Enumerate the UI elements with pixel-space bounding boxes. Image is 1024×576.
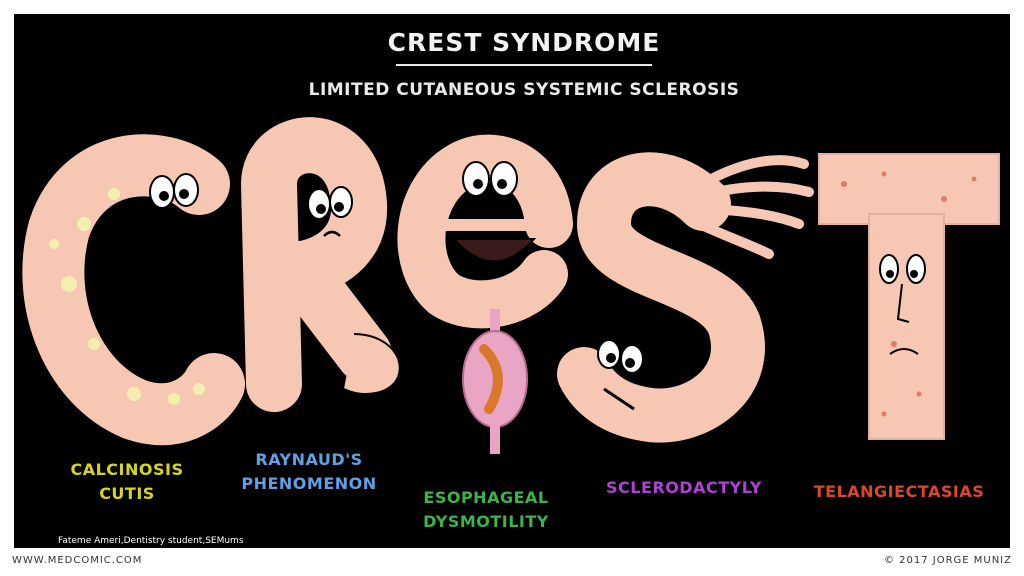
label-raynauds-phenomenon: RAYNAUD'S PHENOMENON (224, 448, 394, 496)
page-subtitle: LIMITED CUTANEOUS SYSTEMIC SCLEROSIS (308, 80, 740, 100)
letter-r-raynaud (241, 117, 401, 412)
letter-s-sclerodactyly (557, 152, 814, 443)
author-credit: Fateme Ameri,Dentistry student,SEMums (58, 536, 244, 546)
label-line: DYSMOTILITY (423, 512, 549, 531)
page-title: CREST SYNDROME (387, 28, 661, 57)
crest-letters-illustration (22, 117, 1000, 454)
label-line: PHENOMENON (241, 474, 377, 493)
label-line: RAYNAUD'S (255, 450, 363, 469)
label-line: CUTIS (99, 484, 155, 503)
comic-panel: CREST SYNDROME LIMITED CUTANEOUS SYSTEMI… (14, 14, 1010, 548)
website-credit: WWW.MEDCOMIC.COM (12, 555, 143, 566)
letter-c-calcinosis (22, 134, 245, 446)
copyright-notice: © 2017 JORGE MUNIZ (883, 555, 1012, 566)
label-line: ESOPHAGEAL (423, 488, 549, 507)
label-line: CALCINOSIS (70, 460, 184, 479)
label-calcinosis-cutis: CALCINOSIS CUTIS (52, 458, 202, 506)
letter-e-esophageal (397, 134, 573, 454)
label-telangiectasias: TELANGIECTASIAS (813, 482, 985, 501)
letter-t-telangiectasia (818, 153, 1000, 440)
label-sclerodactyly: SCLERODACTYLY (605, 478, 762, 497)
title-underline (396, 64, 652, 66)
label-esophageal-dysmotility: ESOPHAGEAL DYSMOTILITY (406, 486, 566, 534)
